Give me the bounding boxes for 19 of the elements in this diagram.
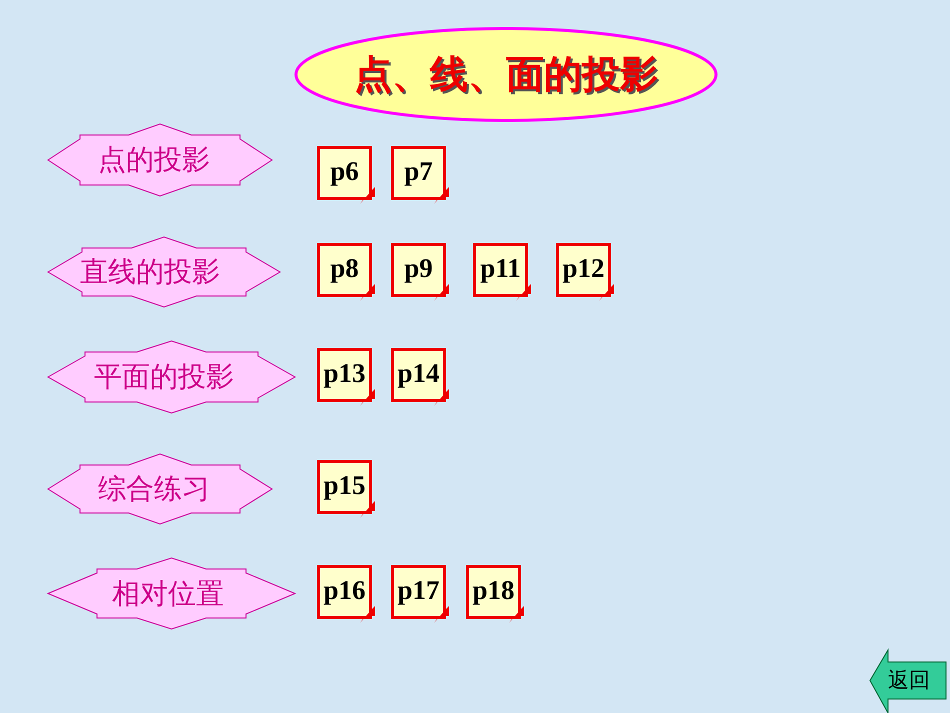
page-number: p17: [396, 577, 441, 604]
section-label: 综合练习: [98, 475, 210, 503]
page-number: p8: [329, 255, 360, 282]
back-label: 返回: [888, 670, 930, 690]
page-number: p15: [322, 472, 367, 499]
section-label: 直线的投影: [80, 258, 220, 286]
page-number: p13: [322, 360, 367, 387]
page-number: p18: [471, 577, 516, 604]
section-label: 平面的投影: [94, 363, 234, 391]
page-number: p7: [403, 158, 434, 185]
page-number: p9: [403, 255, 434, 282]
section-label: 点的投影: [98, 146, 210, 174]
page-number: p6: [329, 158, 360, 185]
title: 点、线、面的投影: [353, 55, 659, 93]
page-number: p16: [322, 577, 367, 604]
page-number: p12: [561, 255, 606, 282]
section-label: 相对位置: [112, 580, 224, 608]
page-number: p11: [479, 255, 522, 282]
page-number: p14: [396, 360, 441, 387]
